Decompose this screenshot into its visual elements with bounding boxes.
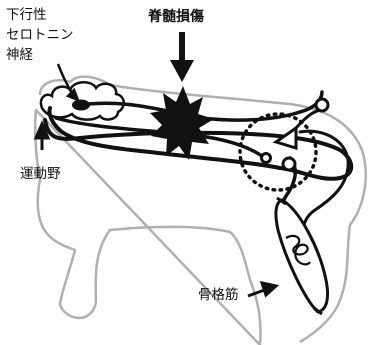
skeletal-muscle <box>276 198 328 314</box>
label-spinal-injury: 脊髄損傷 <box>148 8 204 26</box>
axon-circle <box>283 158 295 170</box>
label-serotonin-line1: 下行性 <box>6 6 47 24</box>
label-serotonin-line2: セロトニン <box>6 26 74 44</box>
label-skeletal-muscle: 骨格筋 <box>198 286 239 304</box>
dotted-region <box>240 114 316 190</box>
label-motor-cortex: 運動野 <box>20 165 61 183</box>
motor-neuron-cell <box>262 154 271 163</box>
injury-arrow-icon <box>170 32 194 82</box>
label-serotonin-line3: 神経 <box>6 46 33 64</box>
